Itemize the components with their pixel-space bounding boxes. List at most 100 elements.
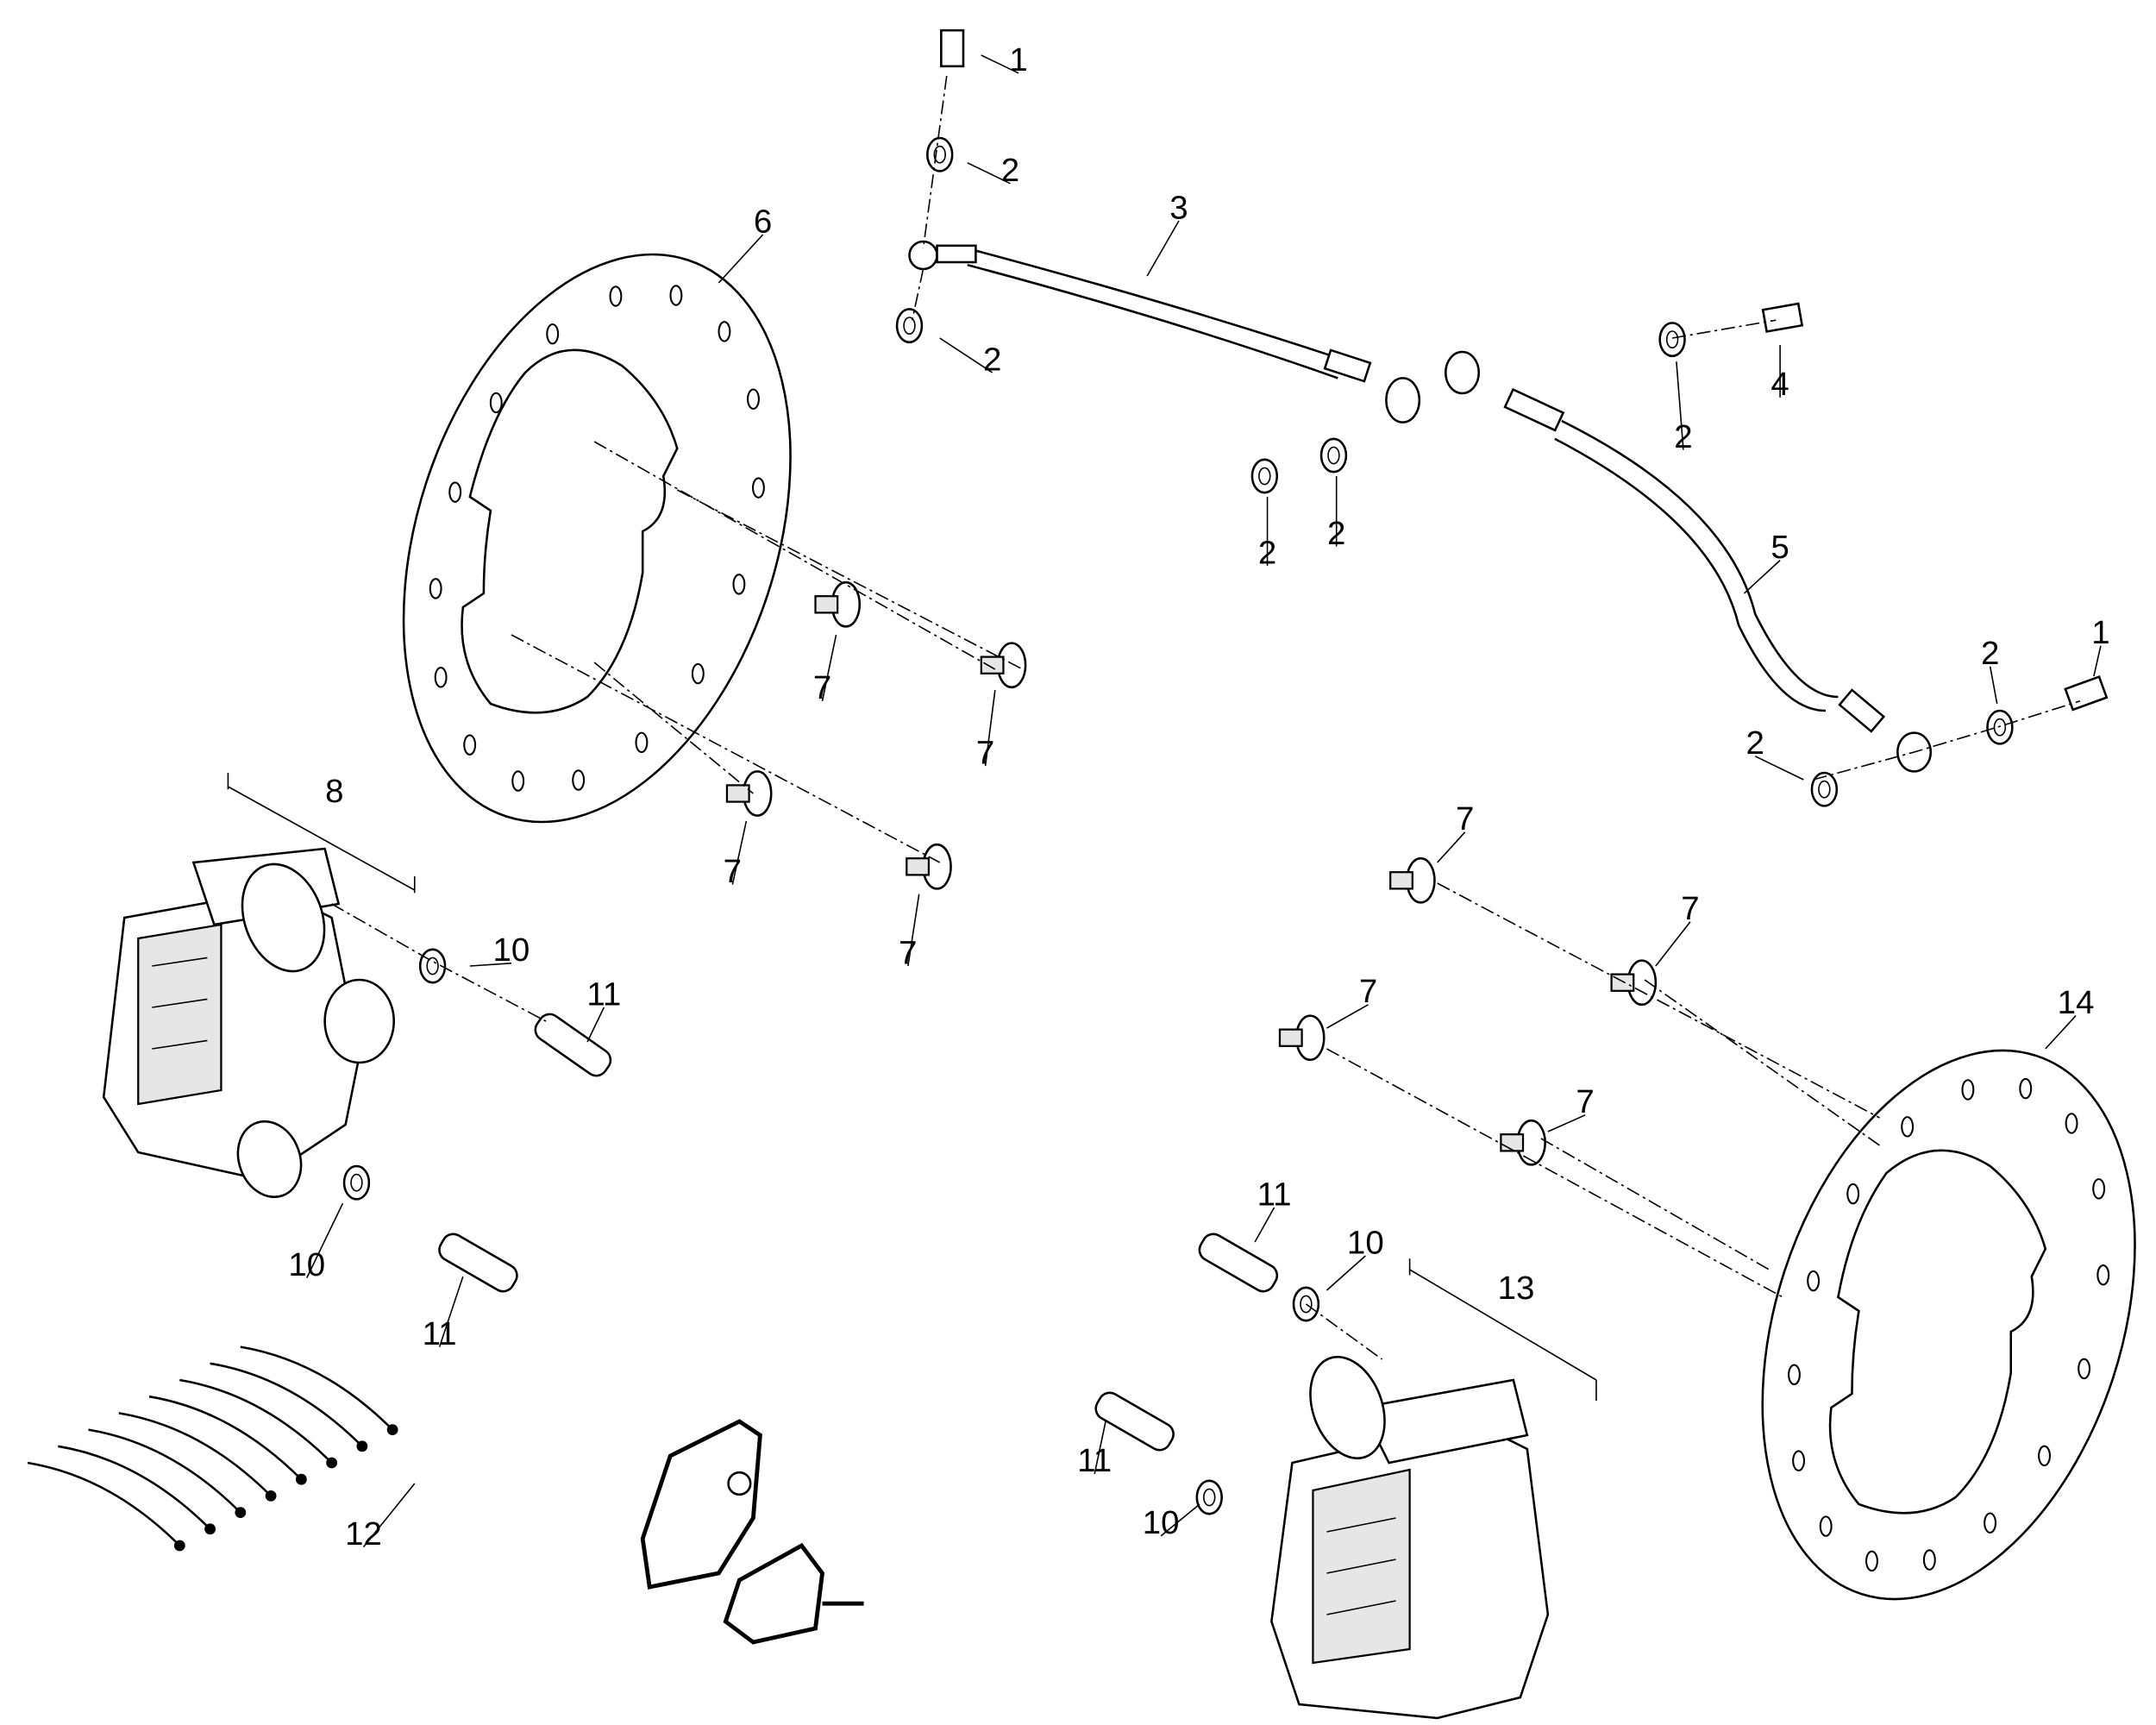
washer-hole (1203, 1488, 1216, 1507)
disc-hole (2019, 1077, 2033, 1100)
callout-label: 7 (1576, 1083, 1594, 1120)
callout-leader (586, 1007, 605, 1043)
disc-hole (2038, 1445, 2051, 1467)
brake-hose-5 (1445, 350, 1933, 773)
callout-label: 2 (1001, 152, 1019, 189)
callout-label: 2 (1327, 515, 1345, 552)
washer-hole (1993, 718, 2007, 737)
cable-tie (148, 1395, 303, 1481)
callout-leader (1254, 1207, 1275, 1243)
callout-label: 7 (813, 669, 831, 706)
disc-bolt-thread (1500, 1133, 1525, 1152)
callout-label: 1 (1009, 41, 1027, 78)
disc-bolt-thread (980, 656, 1005, 674)
disc-hole (691, 662, 705, 685)
callout-label: 13 (1498, 1270, 1535, 1307)
callout-label: 5 (1771, 529, 1789, 566)
washer (1195, 1479, 1223, 1515)
disc-bolt-thread (725, 784, 750, 803)
disc-hole (572, 769, 586, 791)
banjo-bolt (940, 28, 965, 68)
callout-leader (1160, 1503, 1200, 1537)
brake-pads (640, 1419, 864, 1645)
disc-hole (489, 392, 503, 414)
callout-leader (1326, 1255, 1366, 1291)
banjo-bolt (1761, 302, 1804, 333)
washer (1319, 437, 1348, 474)
washer-hole (903, 317, 916, 335)
cable-tie (179, 1378, 333, 1464)
callout-label: 7 (724, 853, 742, 890)
brake-disc-right (1761, 1049, 2136, 1601)
cable-tie-head (356, 1440, 368, 1452)
disc-hole (1819, 1515, 1833, 1537)
caliper-pin-bolt (438, 1233, 518, 1293)
disc-hole (434, 667, 448, 688)
cable-tie-head (386, 1424, 398, 1435)
washer-hole (933, 145, 946, 164)
callout-label: 11 (1257, 1176, 1292, 1213)
callout-leader (718, 234, 764, 284)
disc-hole (669, 285, 683, 306)
callout-leader (1676, 361, 1684, 450)
callout-leader (438, 1276, 464, 1347)
washer-hole (1258, 467, 1271, 486)
disc-hole (751, 477, 765, 499)
callout-leader (1146, 220, 1180, 277)
callout-label: 10 (493, 932, 530, 969)
caliper-pin-bolt (534, 1013, 612, 1077)
disc-bolt-thread (1278, 1028, 1303, 1047)
cable-tie-head (204, 1523, 216, 1535)
washer (926, 136, 954, 172)
disc-hole (2065, 1113, 2078, 1134)
cable-ties (27, 1346, 398, 1552)
callout-label: 11 (423, 1315, 457, 1352)
callout-label: 12 (345, 1515, 382, 1552)
disc-hole (448, 481, 462, 503)
callout-label: 2 (1981, 635, 1999, 672)
caliper-pin-bolt (1198, 1233, 1279, 1293)
callout-label: 14 (2058, 984, 2095, 1021)
callout-leader (907, 894, 920, 967)
callout-leader (1754, 756, 1804, 781)
washer-hole (1818, 780, 1831, 799)
alignment-lines (331, 75, 2081, 1360)
disc-bolt-thread (906, 857, 931, 876)
callout-leader (1094, 1421, 1106, 1474)
callout-leader (1437, 831, 1466, 863)
cable-tie-head (265, 1490, 277, 1502)
disc-hole (1961, 1079, 1975, 1101)
callout-label: 7 (976, 734, 994, 771)
disc-hole (2096, 1264, 2110, 1286)
callout-label: 11 (586, 975, 621, 1013)
disc-hole (747, 388, 760, 410)
washer (342, 1164, 371, 1201)
disc-bolt-thread (1389, 871, 1413, 890)
callout-label: 1 (2091, 614, 2109, 651)
callout-label: 10 (288, 1246, 325, 1283)
disc-hole (609, 285, 623, 307)
callout-leader (1326, 1004, 1369, 1029)
callout-label: 4 (1771, 366, 1789, 403)
cable-tie (210, 1362, 363, 1447)
callout-label: 10 (1347, 1224, 1384, 1261)
washer (895, 308, 924, 344)
callout-leader (1989, 666, 1998, 705)
disc-hole (463, 734, 477, 756)
brake-disc-left (402, 253, 792, 824)
disc-hole (546, 323, 560, 345)
callout-leader (731, 820, 748, 885)
brake-caliper-left (102, 773, 416, 1199)
callout-leader (984, 689, 996, 767)
callout-label: 3 (1169, 189, 1188, 226)
callout-leader (362, 1483, 416, 1548)
callout-label: 7 (1456, 800, 1474, 837)
washer-hole (426, 957, 439, 975)
disc-hole (511, 770, 525, 792)
disc-hole (1901, 1116, 1915, 1138)
disc-hole (429, 578, 442, 599)
callout-label: 7 (1359, 973, 1377, 1010)
washer-hole (1300, 1295, 1313, 1314)
callout-label: 7 (1681, 890, 1699, 927)
